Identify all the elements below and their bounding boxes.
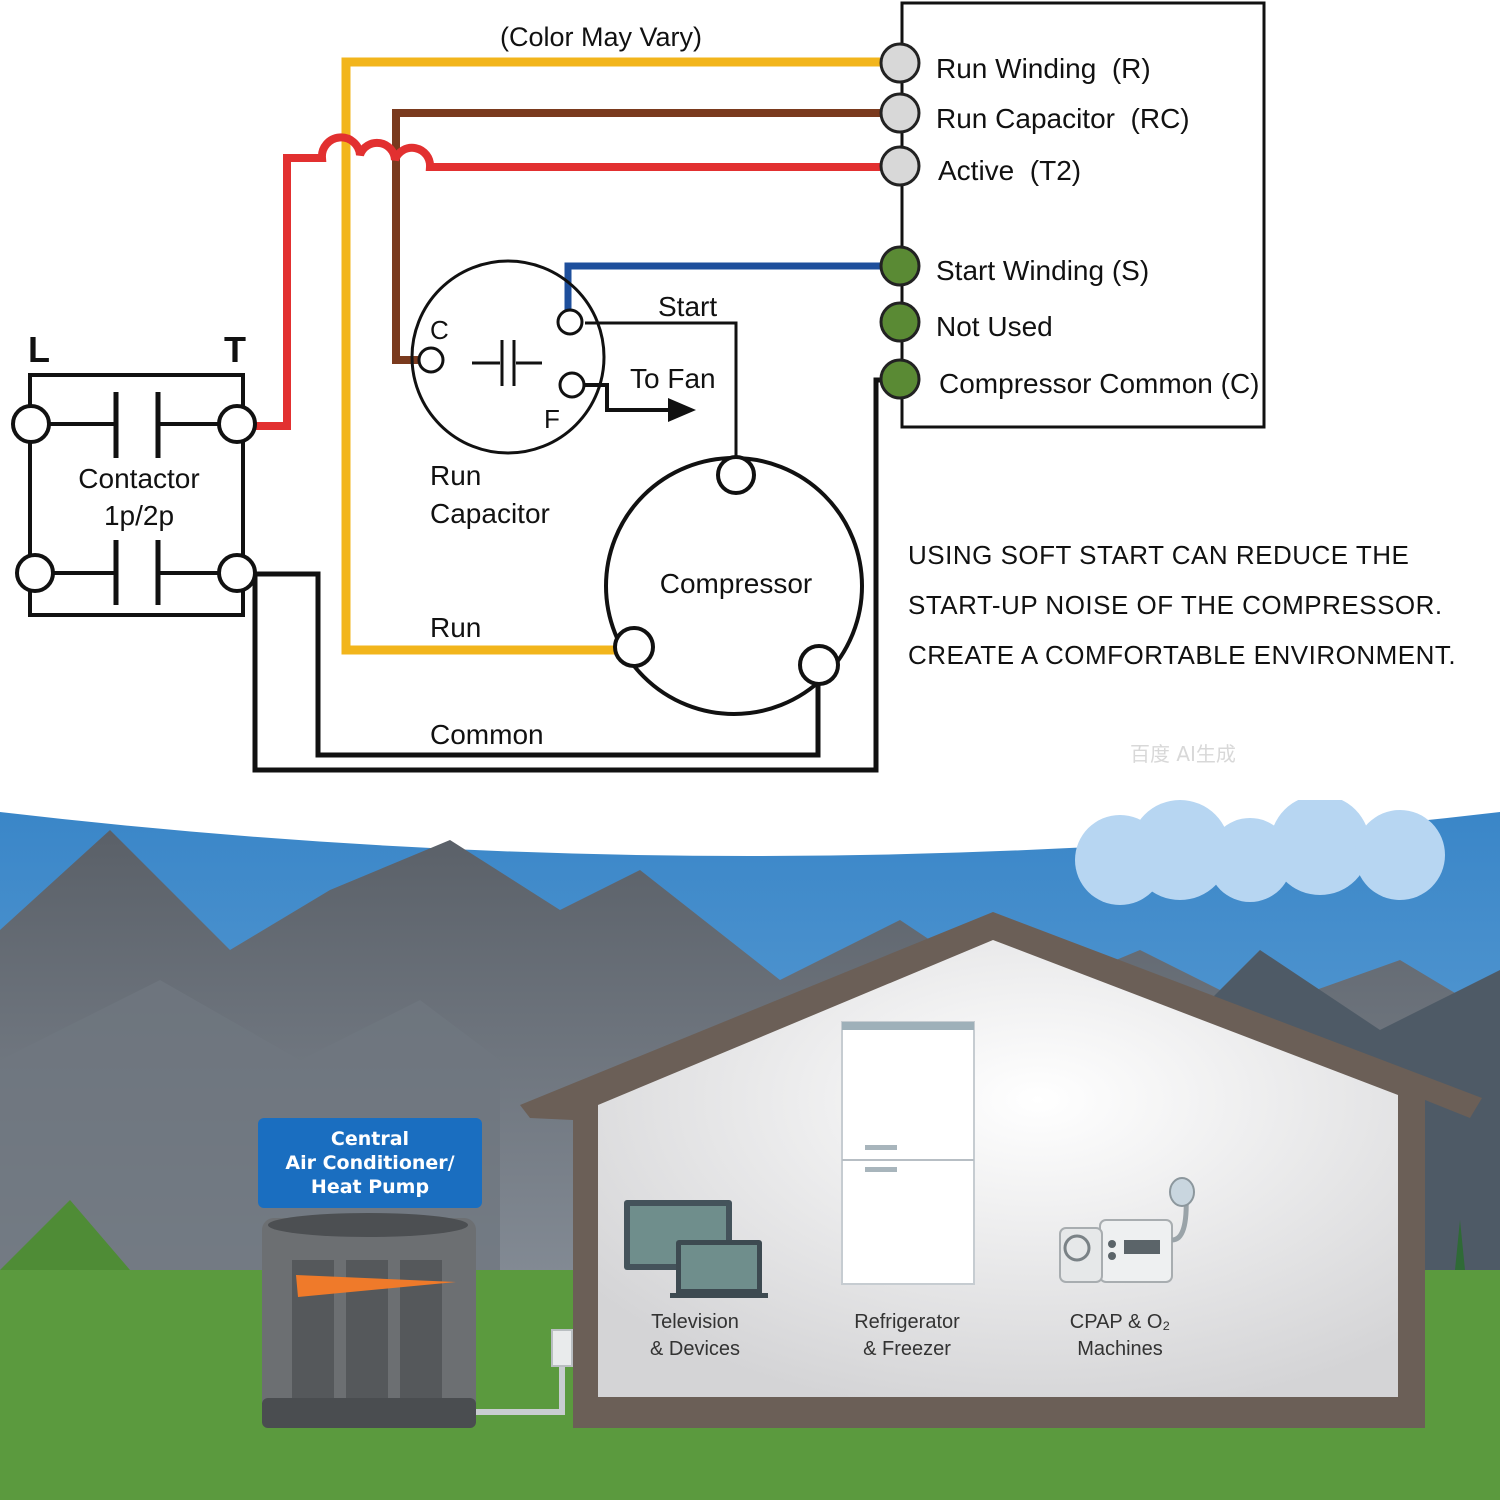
common-wire-label: Common	[430, 719, 544, 750]
run-capacitor-circle	[410, 259, 606, 455]
active-terminal	[879, 145, 921, 187]
compressor-label: Compressor	[660, 568, 812, 599]
house-scene	[0, 800, 1500, 1500]
wiring-diagram: (Color May Vary) Run Winding (R) Run Cap…	[11, 1, 1266, 773]
fridge-label-line: & Freezer	[863, 1338, 951, 1360]
contactor-t2-terminal	[217, 553, 257, 593]
capacitor-herm-terminal	[556, 308, 584, 336]
capacitor-c-terminal	[417, 346, 445, 374]
run-capacitor-label: Run Capacitor (RC)	[936, 103, 1190, 134]
house-interior	[598, 940, 1398, 1397]
note-line: CREATE A COMFORTABLE ENVIRONMENT.	[908, 640, 1457, 670]
run-winding-terminal	[879, 42, 921, 84]
cpap-machine	[1059, 1177, 1195, 1283]
watermark: 百度 AI生成	[1130, 742, 1236, 766]
tv-label: Television & Devices	[620, 1309, 770, 1363]
television	[624, 1200, 768, 1298]
contactor-l1-terminal	[11, 404, 51, 444]
start-wire-label: Start	[658, 291, 717, 322]
outlet	[551, 1329, 573, 1367]
refrigerator	[841, 1021, 975, 1285]
cpap-label-line: Machines	[1077, 1338, 1163, 1360]
color-note: (Color May Vary)	[500, 22, 702, 52]
note-line: USING SOFT START CAN REDUCE THE	[908, 540, 1410, 570]
terminal-label: T	[224, 329, 246, 370]
compressor-start-terminal	[716, 455, 756, 495]
compressor-common-label: Compressor Common (C)	[939, 368, 1260, 399]
active-label: Active (T2)	[938, 155, 1081, 186]
run-capacitor-wire	[392, 109, 880, 364]
common-wire-inner	[253, 571, 821, 758]
contactor-t1-terminal	[217, 404, 257, 444]
start-winding-terminal	[879, 245, 921, 287]
contactor-type-label: 1p/2p	[104, 500, 174, 531]
not-used-terminal	[879, 301, 921, 343]
run-capacitor-label-1: Run	[430, 460, 481, 491]
ac-unit-badge: Central Air Conditioner/ Heat Pump	[258, 1118, 482, 1208]
compressor-common-terminal	[798, 644, 840, 686]
fridge-label: Refrigerator & Freezer	[832, 1309, 982, 1363]
ac-unit	[262, 1213, 476, 1428]
cpap-label-line: CPAP & O₂	[1069, 1311, 1171, 1333]
ac-badge-line: Heat Pump	[310, 1176, 430, 1198]
grass-hill	[0, 1200, 130, 1270]
run-capacitor-label-2: Capacitor	[430, 498, 550, 529]
active-wire	[255, 133, 880, 430]
contactor-box	[28, 373, 245, 617]
start-winding-label: Start Winding (S)	[936, 255, 1149, 286]
capacitor-c-label: C	[430, 315, 449, 345]
run-capacitor-terminal	[879, 92, 921, 134]
terminal-box	[900, 1, 1266, 429]
note-line: START-UP NOISE OF THE COMPRESSOR.	[908, 590, 1443, 620]
line-label: L	[28, 329, 50, 370]
soft-start-note: USING SOFT START CAN REDUCE THE START-UP…	[908, 530, 1498, 680]
contactor-l2-terminal	[15, 553, 55, 593]
capacitor-f-label: F	[544, 404, 560, 434]
capacitor-f-terminal	[558, 371, 586, 399]
run-wire-label: Run	[430, 612, 481, 643]
to-fan-arrow	[668, 398, 696, 422]
ac-badge-line: Air Conditioner/	[285, 1152, 455, 1174]
contactor-label: Contactor	[78, 463, 199, 494]
run-winding-label: Run Winding (R)	[936, 53, 1151, 84]
tv-label-line: Television	[651, 1311, 739, 1333]
fridge-label-line: Refrigerator	[854, 1311, 960, 1333]
compressor-run-terminal	[613, 626, 655, 668]
compressor-common-block-terminal	[879, 358, 921, 400]
cpap-label: CPAP & O₂ Machines	[1045, 1309, 1195, 1363]
run-winding-wire	[341, 57, 880, 655]
tv-label-line: & Devices	[649, 1338, 741, 1360]
ac-badge-line: Central	[330, 1128, 410, 1150]
to-fan-wire	[585, 383, 670, 412]
cloud	[1075, 800, 1445, 905]
to-fan-label: To Fan	[630, 363, 716, 394]
not-used-label: Not Used	[936, 311, 1053, 342]
start-wire	[585, 321, 738, 462]
start-winding-wire	[564, 262, 880, 312]
